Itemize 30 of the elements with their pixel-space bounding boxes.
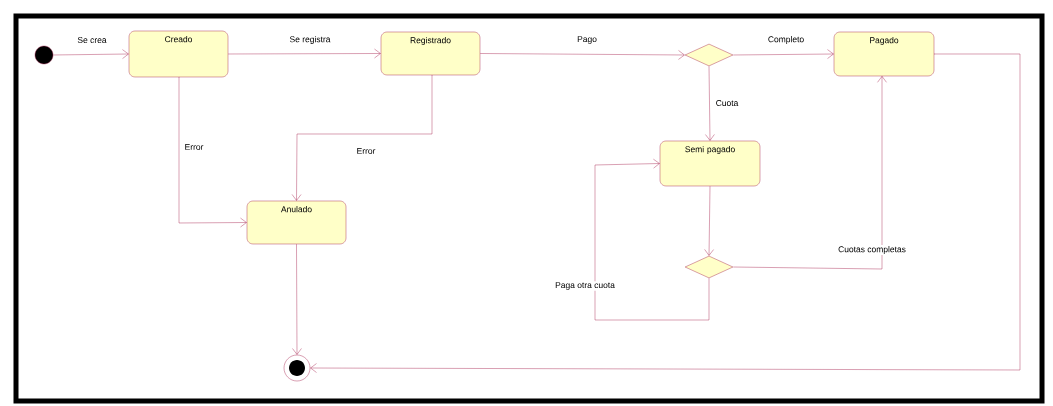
- edge-label: Cuotas completas: [837, 245, 907, 255]
- transition-arrow: [53, 49, 129, 59]
- transition-arrow: [705, 66, 715, 141]
- transition-arrow: [480, 50, 685, 60]
- transition-arrow: [228, 48, 381, 59]
- edge-label: Cuota: [714, 99, 740, 107]
- transition-arrow: [292, 244, 302, 355]
- decision-diamond: [684, 43, 734, 67]
- edge-label: Se registra: [288, 35, 332, 45]
- transition-arrow: [704, 186, 714, 256]
- edge-label: Se crea: [76, 36, 108, 44]
- transition-arrow: [310, 53, 1021, 373]
- transition-arrow: [733, 76, 887, 270]
- edge-label: Error: [183, 143, 205, 151]
- edge-label: Error: [355, 147, 377, 155]
- start-dot: [34, 45, 54, 65]
- transition-arrow: [733, 49, 834, 59]
- state-box: Pagado: [833, 31, 935, 77]
- end-dot: [283, 354, 311, 382]
- edge-label: Pago: [576, 35, 598, 45]
- state-box: Anulado: [246, 200, 347, 245]
- edge-label: Completo: [766, 35, 806, 45]
- transition-arrow: [594, 158, 710, 321]
- decision-diamond: [684, 255, 734, 279]
- state-box: Semi pagado: [659, 140, 761, 187]
- transition-arrow: [291, 74, 433, 201]
- edge-label: Paga otra cuota: [554, 281, 616, 291]
- transition-arrow: [178, 76, 247, 228]
- state-box: Registrado: [380, 31, 481, 76]
- state-box: Creado: [128, 30, 229, 78]
